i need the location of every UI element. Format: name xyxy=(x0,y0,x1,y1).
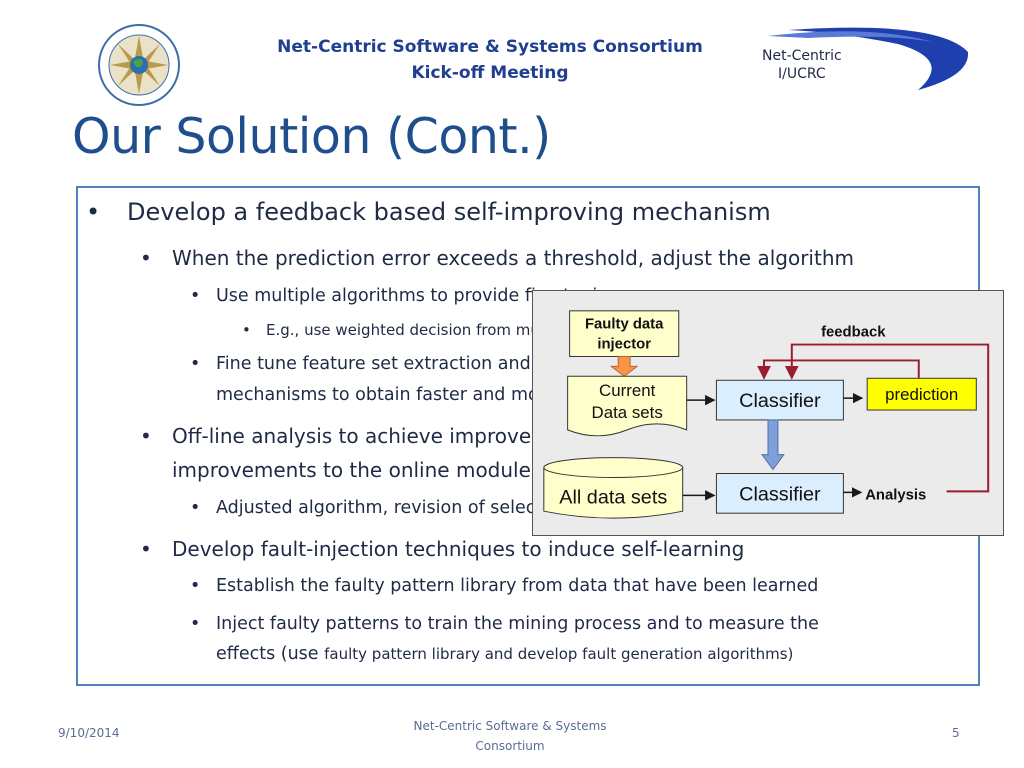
prediction-label: prediction xyxy=(885,385,958,404)
injector-box xyxy=(569,310,680,357)
bullet-1-1-1: Use multiple algorithms to provide fine … xyxy=(216,286,620,306)
injector-line1: Faulty data xyxy=(585,317,664,333)
bullet-1-2-b: improvements to the online module xyxy=(172,458,531,482)
bullet-dot: • xyxy=(242,321,251,339)
bullet-dot: • xyxy=(190,576,201,596)
nc-logo-line2: I/UCRC xyxy=(778,66,826,82)
page-number: 5 xyxy=(952,726,960,740)
bullet-dot: • xyxy=(190,286,201,306)
classifier-2-box xyxy=(715,473,844,514)
classifier-down-arrow xyxy=(761,419,785,471)
feedback-diagram: Faulty data injector Current Data sets C… xyxy=(532,290,1004,536)
header-line-1: Net-Centric Software & Systems Consortiu… xyxy=(277,37,703,57)
bullet-dot: • xyxy=(86,198,101,226)
footer-center: Net-Centric Software & Systems Consortiu… xyxy=(380,716,640,756)
prediction-box xyxy=(866,377,977,411)
current-data-doc xyxy=(567,375,688,437)
bullet-dot: • xyxy=(190,498,201,518)
bullet-1: Develop a feedback based self-improving … xyxy=(127,198,771,226)
nsf-logo xyxy=(98,24,180,106)
header-line-2: Kick-off Meeting xyxy=(411,63,569,83)
footer-center-line2: Consortium xyxy=(475,739,545,753)
feedback-label: feedback xyxy=(821,325,886,341)
bullet-1-3: Develop fault-injection techniques to in… xyxy=(172,537,745,561)
net-centric-logo: Net-Centric I/UCRC xyxy=(762,27,969,90)
current-line1: Current xyxy=(599,381,656,400)
bullet-dot: • xyxy=(140,537,152,561)
analysis-label: Analysis xyxy=(865,487,926,503)
header-title: Net-Centric Software & Systems Consortiu… xyxy=(230,34,750,86)
bullet-1-3-2-b: effects (use faulty pattern library and … xyxy=(216,644,793,664)
feedback-loop-line xyxy=(757,359,920,380)
analysis-feedback-line xyxy=(784,343,990,493)
bullet-dot: • xyxy=(190,614,201,634)
bullet-1-3-2-b-lead: effects (use xyxy=(216,644,325,664)
classifier-1-box xyxy=(715,379,844,421)
bullet-1-1: When the prediction error exceeds a thre… xyxy=(172,246,854,270)
bullet-dot: • xyxy=(190,354,201,374)
bullet-1-3-2-a: Inject faulty patterns to train the mini… xyxy=(216,614,819,634)
injector-arrow xyxy=(609,355,639,377)
bullet-1-3-2-b-rest: faulty pattern library and develop fault… xyxy=(324,645,794,663)
footer-date: 9/10/2014 xyxy=(58,726,120,740)
footer-center-line1: Net-Centric Software & Systems xyxy=(413,719,607,733)
classifier-2-label: Classifier xyxy=(739,483,821,505)
nc-logo-line1: Net-Centric xyxy=(762,48,842,64)
current-line2: Data sets xyxy=(592,403,663,422)
bullet-dot: • xyxy=(140,246,152,270)
all-data-cylinder xyxy=(543,467,684,519)
all-data-label: All data sets xyxy=(559,486,667,508)
bullet-dot: • xyxy=(140,424,152,448)
bullet-1-3-1: Establish the faulty pattern library fro… xyxy=(216,576,819,596)
classifier-1-label: Classifier xyxy=(739,390,821,412)
slide-title: Our Solution (Cont.) xyxy=(72,108,551,165)
injector-line2: injector xyxy=(597,337,651,353)
